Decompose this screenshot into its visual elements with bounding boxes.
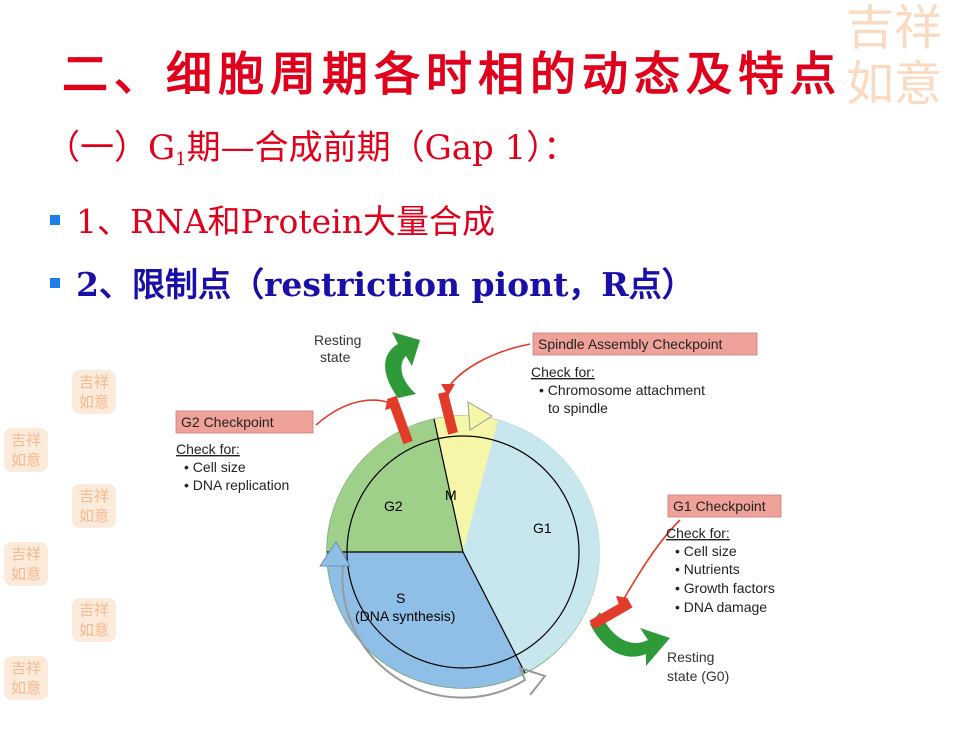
pointer-arrow-icon	[315, 399, 393, 426]
g1-item-1: • Cell size	[675, 543, 737, 559]
spindle-checkpoint-title: Spindle Assembly Checkpoint	[538, 336, 723, 352]
decorative-seal-icon: 吉祥如意	[4, 428, 48, 472]
bullet-square-icon	[50, 215, 60, 225]
resting-top-label-line2: state	[320, 349, 351, 365]
phase-label-g2: G2	[384, 498, 403, 514]
bullet-item-2: 2、限制点（restriction piont，R点）	[50, 258, 695, 306]
subtitle-suffix: 期—合成前期（Gap 1）：	[186, 128, 578, 168]
exit-arrow-top-icon	[385, 332, 420, 398]
resting-bottom-label-line2: state (G0)	[667, 668, 729, 684]
g2-wedge	[326, 416, 463, 552]
subtitle-prefix: （一）G	[46, 128, 176, 168]
spindle-item-1: • Chromosome attachment	[539, 382, 705, 398]
g1-item-2: • Nutrients	[675, 561, 740, 577]
decorative-seal-icon: 吉祥如意	[72, 598, 116, 642]
m-wedge	[434, 415, 498, 552]
g1-wedge	[463, 420, 600, 673]
cycle-arrow-icon	[467, 401, 493, 431]
spindle-checkpoint-box	[532, 332, 758, 356]
pointer-arrow-icon	[385, 398, 398, 410]
g2-checkpoint-title: G2 Checkpoint	[181, 414, 274, 430]
pointer-arrow-icon	[447, 343, 531, 389]
g1-check-for: Check for:	[666, 525, 730, 541]
phase-label-m: M	[445, 487, 457, 503]
g1-item-4: • DNA damage	[675, 599, 767, 615]
resting-bottom-label-line1: Resting	[667, 649, 714, 665]
decorative-seal-logo: 吉祥如意	[845, 0, 942, 112]
g2-item-2: • DNA replication	[184, 477, 289, 493]
slide-title: 二、细胞周期各时相的动态及特点	[62, 47, 842, 101]
g2-checkpoint-bar	[387, 395, 413, 445]
pointer-arrow-icon	[441, 384, 455, 396]
phase-label-s-sub: (DNA synthesis)	[355, 608, 455, 624]
phase-label-s: S	[396, 590, 405, 606]
g2-check-for: Check for:	[176, 441, 240, 457]
bullet-square-icon	[50, 278, 60, 288]
decorative-seal-icon: 吉祥如意	[4, 656, 48, 700]
boundary-line	[462, 551, 526, 674]
bullet-text-1: 1、RNA和Protein大量合成	[76, 202, 495, 241]
g1-item-3: • Growth factors	[675, 580, 775, 596]
s-wedge	[327, 552, 525, 688]
decorative-seal-icon: 吉祥如意	[4, 542, 48, 586]
g1-checkpoint-bar	[589, 598, 633, 630]
spindle-item-2: to spindle	[548, 400, 608, 416]
pointer-arrow-icon	[621, 519, 681, 603]
cycle-arrow-icon	[319, 541, 351, 567]
bullet-item-1: 1、RNA和Protein大量合成	[50, 195, 495, 243]
g1-checkpoint-box	[667, 494, 782, 518]
subtitle-subscript: 1	[175, 149, 187, 170]
g2-item-1: • Cell size	[184, 459, 246, 475]
g2-checkpoint-box	[175, 410, 314, 434]
bullet-text-2: 2、限制点（restriction piont，R点）	[76, 265, 695, 304]
boundary-line	[433, 418, 464, 553]
pointer-arrow-icon	[616, 596, 628, 608]
decorative-seal-icon: 吉祥如意	[72, 484, 116, 528]
spindle-checkpoint-bar	[438, 391, 458, 435]
cycle-arrow-icon	[341, 552, 547, 699]
resting-top-label-line1: Resting	[314, 332, 361, 348]
spindle-check-for: Check for:	[531, 364, 595, 380]
decorative-seal-icon: 吉祥如意	[72, 370, 116, 414]
exit-arrow-bottom-icon	[590, 612, 670, 666]
slide-subtitle: （一）G1期—合成前期（Gap 1）：	[46, 120, 577, 170]
g1-checkpoint-title: G1 Checkpoint	[673, 498, 766, 514]
phase-label-g1: G1	[533, 520, 552, 536]
